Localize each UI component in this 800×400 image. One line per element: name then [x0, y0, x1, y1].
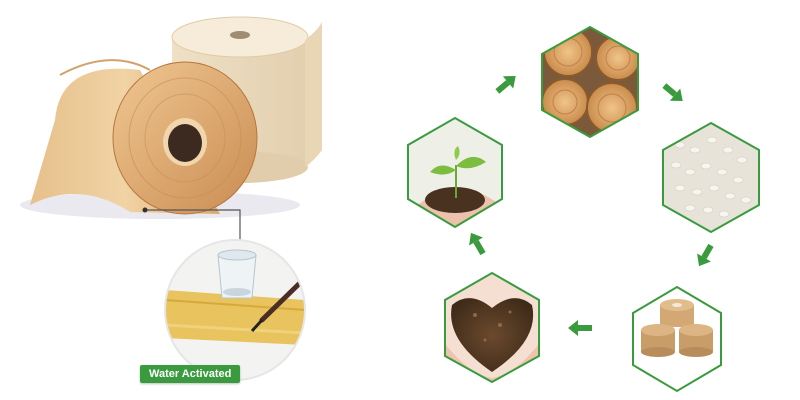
stage-wood-logs — [541, 25, 639, 139]
connector-line — [145, 209, 241, 243]
water-activated-badge: Water Activated — [140, 365, 241, 383]
arrow-seedling-to-logs — [495, 76, 516, 94]
water-activation-inset — [164, 239, 306, 381]
arrow-logs-to-pellets — [662, 83, 683, 101]
water-activated-badge-wrap: Water Activated — [140, 364, 241, 383]
arrow-soil-to-seedling — [469, 232, 486, 256]
arrow-pellets-to-tape — [697, 243, 714, 267]
stage-kraft-tape-rolls — [632, 285, 722, 393]
cycle-arrows — [469, 76, 714, 336]
tape-rolls-image — [20, 16, 322, 219]
stage-seedling — [407, 116, 503, 229]
front-roll — [30, 59, 258, 215]
stage-soil-in-hands — [444, 271, 540, 384]
connector-dot — [142, 207, 148, 213]
arrow-tape-to-soil — [568, 320, 592, 336]
stage-pulp-pellets — [662, 121, 760, 234]
